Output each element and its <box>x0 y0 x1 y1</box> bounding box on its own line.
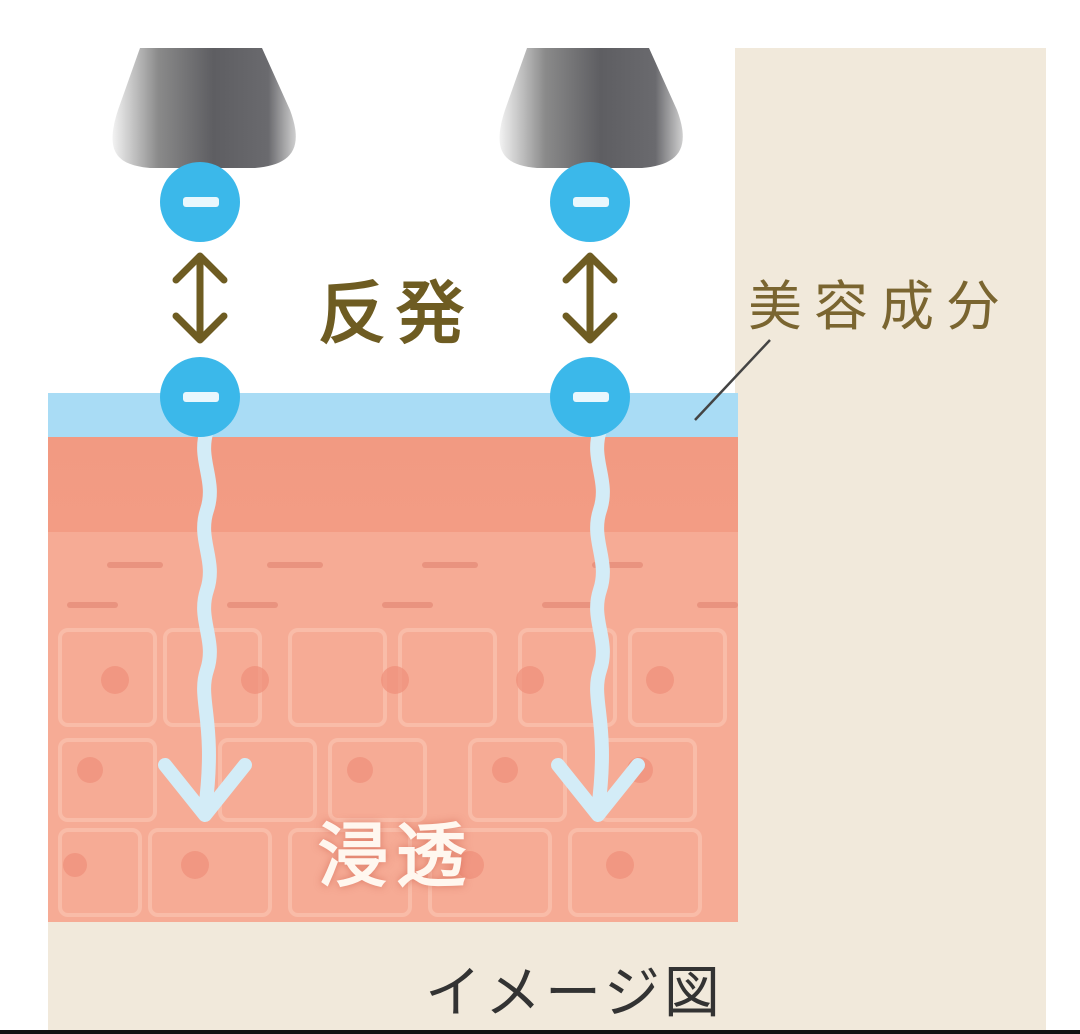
ingredient-leader-line <box>694 339 771 421</box>
ion-left-top <box>160 162 240 242</box>
ion-left-bottom <box>160 357 240 437</box>
ingredient-label: 美容成分 <box>748 275 1012 338</box>
repel-arrow-left <box>172 252 228 344</box>
skin-dashes <box>67 562 738 608</box>
probe-right <box>499 48 683 168</box>
ion-right-top <box>550 162 630 242</box>
repel-arrow-right <box>562 252 618 344</box>
penetrate-label: 浸透 <box>318 815 474 897</box>
ingredient-layer <box>48 393 738 437</box>
ion-right-bottom <box>550 357 630 437</box>
image-caption: イメージ図 <box>425 961 724 1026</box>
bottom-border <box>0 1030 1080 1034</box>
repel-label: 反発 <box>318 275 475 354</box>
penetration-arrow-left <box>158 423 252 822</box>
penetration-arrow-right <box>551 423 645 822</box>
skin-layer <box>48 437 738 922</box>
caption-strip <box>48 922 738 1030</box>
probe-left <box>112 48 296 168</box>
side-panel <box>735 48 1046 1030</box>
